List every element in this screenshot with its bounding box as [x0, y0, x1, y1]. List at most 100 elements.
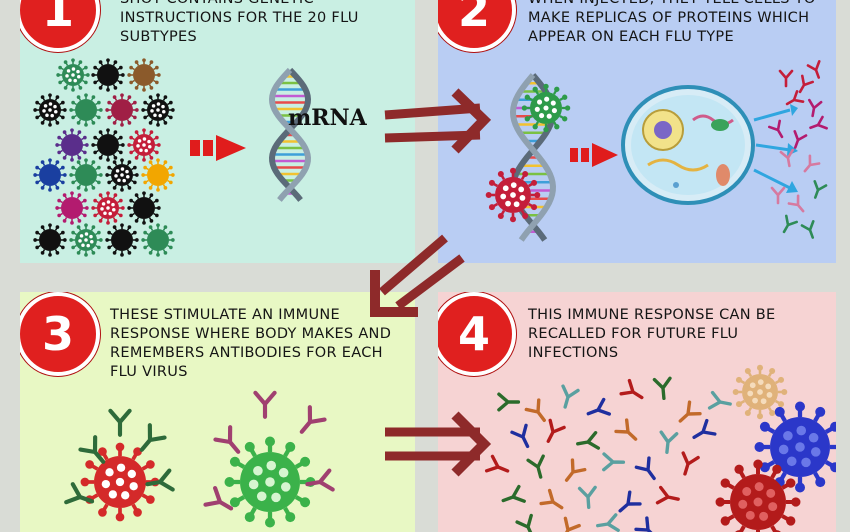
virus-icon — [485, 83, 571, 223]
virus-icon — [105, 158, 139, 192]
panel-4: 4 THIS IMMUNE RESPONSE CAN BE RECALLED F… — [438, 292, 836, 532]
antibody-icon — [692, 418, 717, 440]
antibody-icon — [782, 214, 798, 234]
virus-icon — [80, 436, 316, 528]
panel-4-artwork — [484, 364, 836, 532]
antibody-icon — [546, 418, 566, 443]
step-badge-3: 3 — [20, 292, 100, 376]
antibody-icon — [539, 488, 564, 510]
antibody-icon — [139, 423, 167, 452]
panel-3: 3 THESE STIMULATE AN IMMUNE RESPONSE WHE… — [20, 292, 415, 532]
dna-helix-icon — [268, 67, 312, 202]
antibody-icon — [813, 180, 828, 199]
antibody-icon — [798, 74, 814, 94]
virus-cluster — [33, 58, 175, 257]
antibody-icon — [510, 423, 530, 449]
virus-icon — [521, 83, 571, 133]
antibody-icon — [577, 485, 597, 510]
antibody-icon — [655, 485, 680, 505]
virus-icon — [732, 364, 788, 420]
antibody-icon — [787, 194, 805, 213]
flow-arrow-icon — [753, 104, 798, 193]
virus-icon — [55, 128, 89, 162]
antibody-icon — [619, 378, 644, 400]
antibody-icon — [497, 392, 521, 412]
virus-icon — [56, 58, 90, 92]
virus-icon — [91, 58, 125, 92]
antibody-icon — [659, 430, 679, 455]
antibody-icon — [299, 405, 327, 434]
antibody-icon — [808, 98, 823, 118]
antibody-icon — [809, 115, 828, 130]
virus-icon — [141, 223, 175, 257]
antibody-icon — [108, 408, 132, 437]
antibody-icon — [524, 398, 546, 422]
panel-2-artwork — [485, 60, 828, 242]
antibody-icon — [501, 484, 526, 503]
antibody-icon — [78, 435, 106, 464]
antibody-icon — [707, 390, 732, 410]
virus-icon — [141, 93, 175, 127]
antibody-icon — [793, 130, 808, 149]
virus-icon — [55, 191, 89, 225]
virus-icon — [80, 442, 160, 522]
virus-icon — [69, 158, 103, 192]
virus-icon — [715, 364, 836, 532]
antibody-icon — [564, 458, 587, 482]
antibody-icon — [778, 69, 794, 88]
antibody-icon — [806, 60, 821, 79]
antibody-icon — [678, 400, 702, 423]
antibody-icon — [64, 482, 95, 505]
virus-icon — [105, 223, 139, 257]
virus-icon — [33, 93, 67, 127]
antibody-icon — [634, 516, 658, 532]
red-arrow-icon — [190, 135, 246, 161]
cell-icon — [621, 85, 755, 205]
virus-icon — [127, 128, 161, 162]
antibody-icon — [484, 454, 510, 473]
virus-icon — [69, 223, 103, 257]
panel-1-caption: SHOT CONTAINS GENETIC INSTRUCTIONS FOR T… — [120, 0, 359, 45]
antibody-icon — [770, 186, 786, 205]
antibody-icon — [561, 516, 581, 532]
antibody-icon — [681, 451, 700, 476]
antibody-icon — [634, 456, 656, 481]
virus-icon — [754, 401, 836, 493]
antibody-icon — [803, 154, 821, 173]
antibody-icon — [515, 513, 535, 532]
antibody-icon — [561, 384, 580, 409]
virus-icon — [485, 167, 541, 223]
panel-1-artwork — [33, 58, 312, 257]
panel-1: 1 SHOT CONTAINS GENETIC INSTRUCTIONS FOR… — [20, 0, 415, 263]
antibody-icon — [768, 119, 784, 139]
virus-icon — [127, 58, 161, 92]
antibody-icon — [203, 486, 234, 511]
virus-icon — [141, 158, 175, 192]
antibody-icon — [614, 418, 638, 441]
panel-4-caption: THIS IMMUNE RESPONSE CAN BE RECALLED FOR… — [528, 307, 776, 361]
antibody-icon — [618, 490, 642, 513]
virus-icon — [69, 93, 103, 127]
panel-2: 2 WHEN INJECTED, THEY TELL CELLS TO MAKE… — [438, 0, 836, 263]
antibody-icon — [602, 452, 626, 472]
antibody-icon — [596, 513, 620, 532]
virus-icon — [105, 93, 139, 127]
virus-icon — [127, 191, 161, 225]
antibody-icon — [576, 431, 601, 450]
antibody-icon — [305, 468, 335, 492]
mrna-label: mRNA — [288, 105, 367, 131]
antibody-cluster — [484, 376, 732, 532]
antibody-icon — [526, 454, 545, 479]
antibody-cluster — [64, 390, 335, 511]
virus-icon — [33, 223, 67, 257]
antibody-icon — [253, 390, 277, 419]
virus-icon — [91, 128, 125, 162]
antibody-icon — [652, 376, 672, 401]
panel-3-artwork — [64, 390, 335, 528]
panel-2-caption: WHEN INJECTED, THEY TELL CELLS TO MAKE R… — [528, 0, 815, 45]
red-arrow-icon — [570, 143, 618, 167]
antibody-icon — [213, 425, 241, 454]
antibody-icon — [785, 90, 805, 106]
antibody-icon — [779, 148, 794, 168]
virus-icon — [91, 191, 125, 225]
